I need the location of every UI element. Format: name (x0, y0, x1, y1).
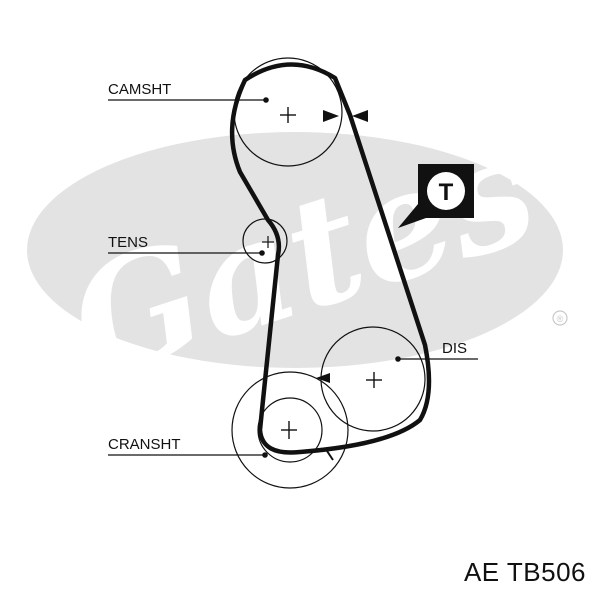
part-number: AE TB506 (463, 557, 586, 587)
camshaft-leader-dot (263, 97, 269, 103)
camshaft-label: CAMSHT (108, 81, 171, 98)
distributor-timing-mark (316, 373, 330, 383)
crankshaft-outer-ring (231, 371, 349, 489)
camshaft-timing-mark-left (323, 110, 339, 122)
timing-callout-circle (427, 172, 465, 210)
crankshaft-leader-dot (262, 452, 268, 458)
tensioner-leader-dot (259, 250, 265, 256)
distributor-leader-dot (395, 356, 401, 362)
gates-watermark: Gates ® (27, 101, 568, 415)
crankshaft-timing-mark (324, 447, 334, 461)
tensioner-label: TENS (108, 234, 148, 251)
crankshaft-center-mark (281, 421, 297, 439)
timing-callout-letter: T (439, 179, 454, 206)
registered-mark: ® (557, 314, 564, 324)
timing-callout: T (398, 164, 474, 228)
camshaft-timing-mark-right (352, 110, 368, 122)
crankshaft-label: CRANSHT (108, 436, 181, 453)
registered-mark-circle (552, 310, 568, 326)
timing-belt (229, 62, 432, 455)
tensioner-center-mark (262, 236, 274, 248)
distributor-label: DIS (442, 340, 467, 357)
distributor-center-mark (366, 372, 382, 388)
camshaft-center-mark (280, 107, 296, 123)
